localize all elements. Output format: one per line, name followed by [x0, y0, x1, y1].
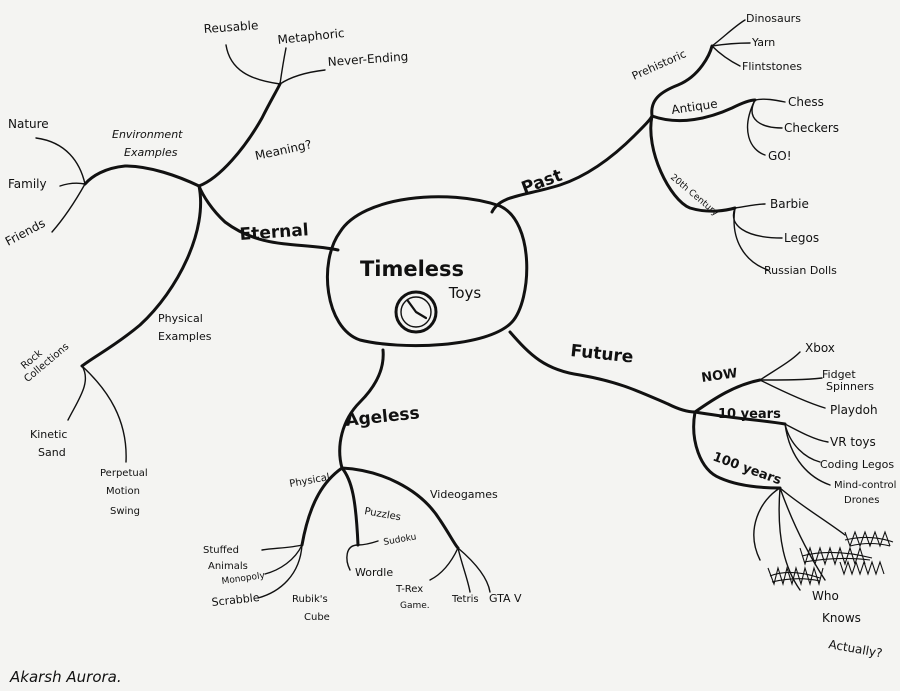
svg-text:Rubik's: Rubik's — [292, 594, 328, 605]
ageless-puzzles-item-1: Wordle — [355, 566, 393, 579]
future-ten-item-1: Coding Legos — [820, 458, 894, 471]
svg-text:Motion: Motion — [106, 486, 140, 497]
branch-future-label: Future — [569, 341, 634, 367]
past-antique-item-0: Chess — [788, 95, 824, 109]
svg-text:Stuffed: Stuffed — [203, 545, 239, 556]
ageless-physical-item-3: Rubik's Cube — [292, 594, 330, 623]
eternal-environment-item-1: Family — [8, 177, 47, 191]
past-twentieth-item-2: Russian Dolls — [764, 264, 837, 277]
ageless-branch-lines — [257, 348, 491, 599]
svg-text:Examples: Examples — [124, 146, 178, 159]
svg-text:Swing: Swing — [110, 506, 140, 517]
past-prehistoric-item-0: Dinosaurs — [746, 12, 801, 25]
svg-text:Kinetic: Kinetic — [30, 428, 67, 441]
ageless-videogames-item-2: GTA V — [489, 592, 522, 605]
past-twentieth-item-0: Barbie — [770, 197, 809, 211]
svg-text:Drones: Drones — [844, 495, 879, 506]
svg-text:Animals: Animals — [208, 561, 248, 572]
svg-text:Actually?: Actually? — [827, 637, 883, 660]
future-ten-label: 10 years — [718, 407, 781, 422]
clock-icon — [394, 290, 438, 334]
svg-text:Spinners: Spinners — [826, 380, 874, 393]
ageless-physical-item-2: Scrabble — [211, 591, 260, 609]
svg-text:Knows: Knows — [822, 611, 861, 625]
ageless-videogames-item-0: T-Rex Game. — [395, 584, 430, 611]
eternal-meaning-item-2: Never-Ending — [327, 49, 408, 69]
eternal-rock-label: Rock Collections — [19, 341, 71, 385]
svg-text:Who: Who — [812, 589, 839, 603]
eternal-meaning-item-0: Reusable — [203, 18, 259, 36]
future-hundred-label: 100 years — [711, 450, 784, 489]
ageless-puzzles-label: Puzzles — [363, 506, 401, 523]
future-hundred-item-0: Who Knows Actually? — [812, 589, 883, 660]
eternal-environment-label: Environment Examples — [112, 128, 183, 159]
ageless-physical-item-0: Stuffed Animals — [203, 545, 248, 572]
svg-text:Physical: Physical — [158, 312, 203, 325]
eternal-rock-item-0: Kinetic Sand — [30, 428, 67, 459]
eternal-meaning-item-1: Metaphoric — [277, 26, 345, 47]
past-twentieth-item-1: Legos — [784, 231, 819, 245]
ageless-videogames-item-1: Tetris — [451, 594, 479, 605]
future-now-item-1: Fidget Spinners — [822, 368, 874, 393]
svg-text:Game.: Game. — [400, 601, 430, 611]
svg-text:Fidget: Fidget — [822, 368, 856, 381]
svg-text:Examples: Examples — [158, 330, 212, 343]
svg-text:T-Rex: T-Rex — [395, 584, 423, 595]
eternal-meaning-label: Meaning? — [254, 137, 313, 163]
center-subtitle: Toys — [448, 284, 482, 302]
eternal-environment-item-2: Friends — [3, 216, 48, 249]
eternal-environment-item-0: Nature — [8, 117, 49, 131]
past-antique-item-2: GO! — [768, 149, 792, 163]
svg-text:Perpetual: Perpetual — [100, 468, 148, 479]
eternal-physical-label: Physical Examples — [158, 312, 212, 343]
svg-text:Environment: Environment — [112, 128, 183, 141]
scribble-marks — [767, 530, 894, 587]
ageless-puzzles-item-0: Sudoku — [383, 532, 418, 548]
future-branch-lines — [508, 330, 846, 591]
past-prehistoric-item-1: Yarn — [751, 36, 775, 49]
future-ten-item-0: VR toys — [830, 435, 876, 449]
past-branch-lines — [490, 19, 786, 271]
eternal-rock-item-1: Perpetual Motion Swing — [100, 468, 148, 517]
future-now-item-0: Xbox — [805, 341, 835, 355]
future-ten-item-2: Mind-control Drones — [834, 480, 896, 506]
svg-text:Sand: Sand — [38, 446, 66, 459]
center-title: Timeless — [360, 257, 464, 281]
svg-text:Mind-control: Mind-control — [834, 480, 896, 491]
future-now-label: NOW — [700, 366, 738, 386]
svg-text:Cube: Cube — [304, 612, 330, 623]
ageless-videogames-label: Videogames — [430, 488, 498, 501]
future-now-item-2: Playdoh — [830, 403, 878, 417]
branch-past-label: Past — [519, 166, 565, 199]
ageless-physical-item-1: Monopoly — [221, 571, 266, 587]
branch-eternal-label: Eternal — [239, 220, 309, 245]
signature: Akarsh Aurora. — [9, 668, 122, 686]
past-antique-item-1: Checkers — [784, 121, 839, 135]
past-prehistoric-item-2: Flintstones — [742, 60, 802, 73]
past-antique-label: Antique — [670, 97, 718, 117]
past-prehistoric-label: Prehistoric — [630, 47, 688, 82]
center-node: Timeless Toys — [326, 195, 529, 348]
eternal-branch-lines — [35, 44, 340, 463]
